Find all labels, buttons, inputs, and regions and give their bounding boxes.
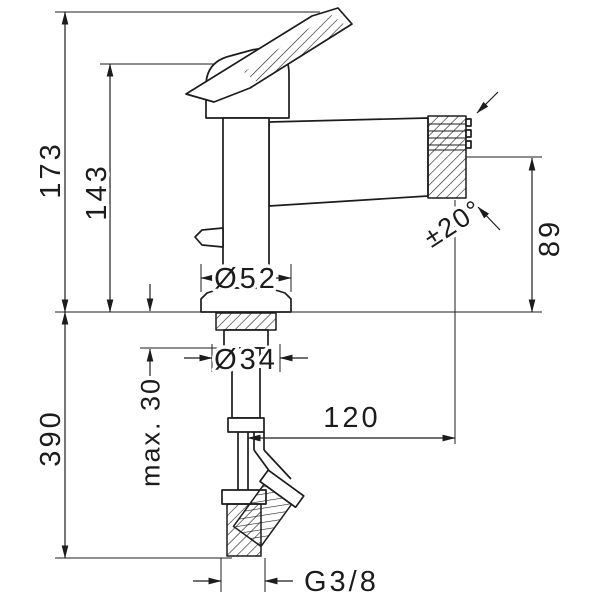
hose-connector-right (232, 483, 293, 548)
swivel-angle-label: ±20° (418, 193, 488, 253)
aerator (427, 115, 467, 199)
tail-diameter-label: Ø34 (214, 344, 278, 376)
side-knob (194, 227, 224, 248)
total-height-label: 173 (35, 141, 67, 198)
faucet-object (185, 7, 472, 557)
dimension-lines (61, 11, 536, 585)
faucet-spout (268, 117, 429, 207)
dimension-labels: 173 143 390 89 max. 30 Ø52 Ø34 120 G3/8 … (32, 138, 570, 600)
hose-fitting-block (227, 417, 265, 433)
faucet-body-column (222, 117, 270, 289)
base-flange (200, 287, 292, 313)
hose-length-label: 390 (35, 409, 67, 466)
extension-lines (55, 11, 542, 592)
spout-reach-label: 120 (323, 402, 380, 434)
thread-label: G3/8 (304, 566, 379, 598)
faucet-handle-grip-hatch (244, 14, 348, 83)
spout-height-label: 89 (534, 219, 566, 257)
base-diameter-label: Ø52 (214, 263, 278, 295)
aerator-thread-lines (428, 118, 472, 151)
max-mounting-label: max. 30 (135, 377, 165, 487)
mounting-washer (215, 312, 277, 331)
swivel-angle-arrows (476, 91, 501, 231)
handle-height-label: 143 (81, 163, 113, 220)
